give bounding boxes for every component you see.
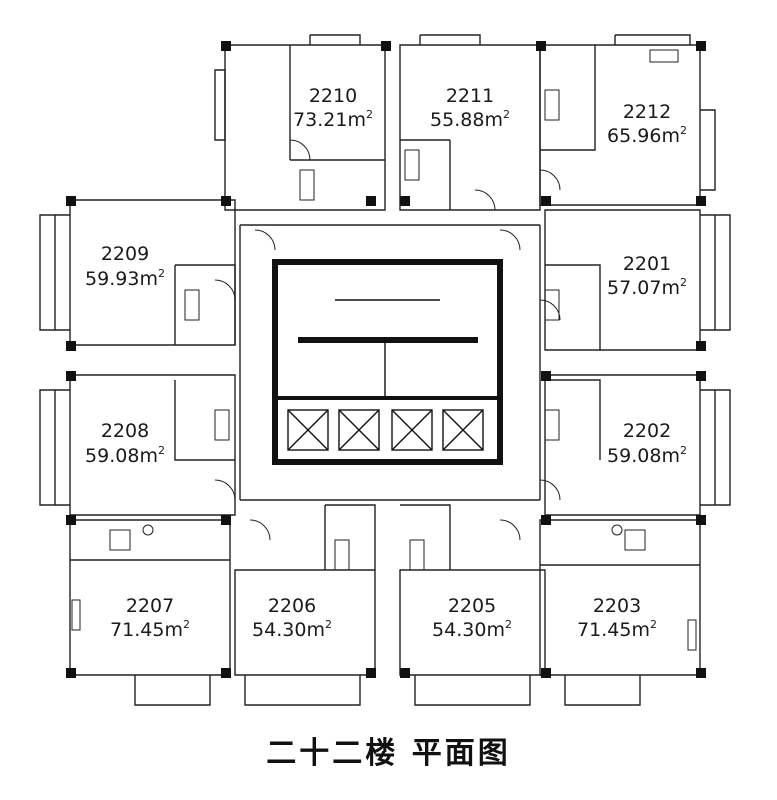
- unit-area-2210: 73.21m2: [293, 108, 373, 131]
- unit-number-2210: 2210: [309, 85, 357, 107]
- unit-number-2208: 2208: [101, 420, 149, 442]
- unit-area-2206: 54.30m2: [252, 618, 332, 641]
- unit-number-2201: 2201: [623, 253, 671, 275]
- unit-area-2211: 55.88m2: [430, 108, 510, 131]
- unit-area-2201: 57.07m2: [607, 276, 687, 299]
- unit-area-2205: 54.30m2: [432, 618, 512, 641]
- unit-number-2205: 2205: [448, 595, 496, 617]
- unit-number-2202: 2202: [623, 420, 671, 442]
- unit-number-2209: 2209: [101, 243, 149, 265]
- floor-plan-title: 二十二楼 平面图: [266, 736, 511, 771]
- unit-number-2206: 2206: [268, 595, 316, 617]
- unit-number-2212: 2212: [623, 101, 671, 123]
- unit-number-2207: 2207: [126, 595, 174, 617]
- unit-number-2203: 2203: [593, 595, 641, 617]
- unit-area-2207: 71.45m2: [110, 618, 190, 641]
- floor-plan: 221073.21m2221155.88m2221265.96m2220959.…: [39, 34, 731, 706]
- unit-area-2209: 59.93m2: [85, 267, 165, 290]
- unit-area-2208: 59.08m2: [85, 444, 165, 467]
- unit-area-2202: 59.08m2: [607, 444, 687, 467]
- unit-area-2203: 71.45m2: [577, 618, 657, 641]
- unit-area-2212: 65.96m2: [607, 124, 687, 147]
- unit-number-2211: 2211: [446, 85, 494, 107]
